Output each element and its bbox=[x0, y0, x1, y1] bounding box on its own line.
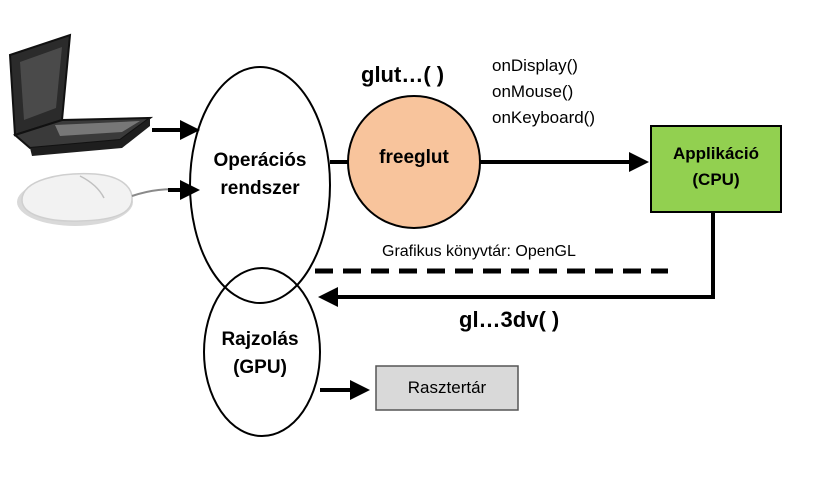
callback-onkeyboard: onKeyboard() bbox=[492, 108, 596, 127]
os-ellipse bbox=[189, 66, 331, 304]
app-box bbox=[650, 125, 782, 213]
os-label-line1: Operációs bbox=[213, 150, 307, 171]
os-label-line2: rendszer bbox=[220, 178, 300, 199]
gpu-label-line1: Rajzolás bbox=[221, 329, 299, 350]
gpu-label-line2: (GPU) bbox=[233, 357, 287, 378]
graphics-library-label: Grafikus könyvtár: OpenGL bbox=[382, 243, 576, 260]
app-label-line2: (CPU) bbox=[692, 170, 740, 189]
laptop-icon bbox=[8, 33, 154, 156]
mouse-icon bbox=[17, 172, 191, 226]
callback-onmouse: onMouse() bbox=[492, 82, 574, 101]
app-to-gpu-arrow bbox=[318, 212, 715, 307]
gl-call-label: gl…3dv( ) bbox=[459, 307, 560, 332]
raster-label: Rasztertár bbox=[407, 378, 487, 397]
os-label: Operációs rendszer bbox=[190, 147, 330, 203]
app-label-line1: Applikáció bbox=[673, 144, 759, 163]
raster-box bbox=[375, 365, 519, 411]
gpu-label: Rajzolás (GPU) bbox=[200, 326, 320, 382]
callback-ondisplay: onDisplay() bbox=[492, 56, 578, 75]
gpu-ellipse bbox=[203, 267, 321, 437]
app-label: Applikáció (CPU) bbox=[651, 141, 781, 193]
glut-call-label: glut…( ) bbox=[361, 62, 445, 87]
freeglut-label: freeglut bbox=[379, 147, 449, 168]
